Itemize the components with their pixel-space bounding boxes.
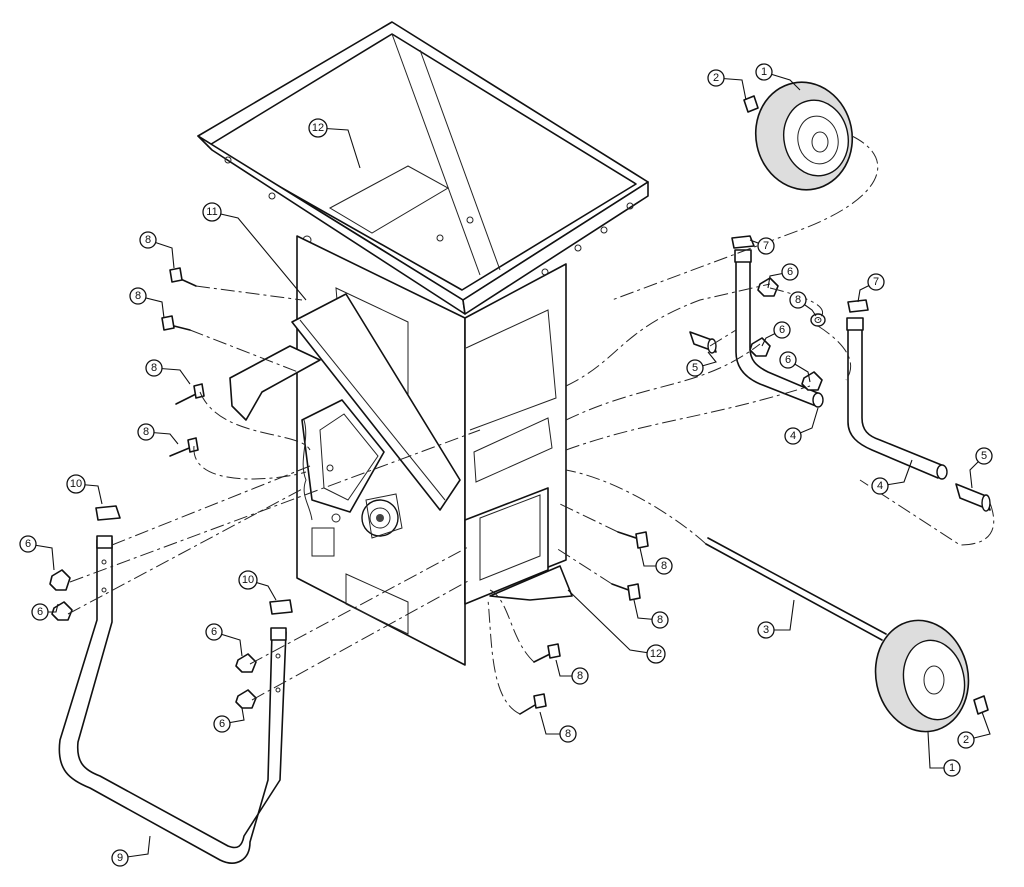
wheel-bottom bbox=[874, 619, 989, 733]
callout-10-b: 10 bbox=[238, 570, 258, 590]
svg-text:12: 12 bbox=[650, 648, 662, 660]
callout-8-b: 8 bbox=[129, 287, 147, 305]
callout-6-h: 7 bbox=[757, 237, 775, 255]
callout-11: 11 bbox=[202, 202, 222, 222]
callout-8-c: 8 bbox=[145, 359, 163, 377]
svg-text:4: 4 bbox=[790, 430, 796, 442]
svg-text:2: 2 bbox=[963, 734, 969, 746]
callout-6-g: 6 bbox=[213, 715, 231, 733]
leg-assembly bbox=[689, 235, 991, 641]
callout-2-bottom: 2 bbox=[957, 731, 975, 749]
hopper bbox=[197, 21, 649, 324]
callout-6-f: 6 bbox=[205, 623, 223, 641]
svg-text:6: 6 bbox=[37, 606, 43, 618]
callout-7-b: 7 bbox=[867, 273, 885, 291]
svg-text:8: 8 bbox=[143, 426, 149, 438]
svg-text:8: 8 bbox=[795, 294, 801, 306]
callout-8-a: 8 bbox=[139, 231, 157, 249]
wheel-top bbox=[743, 81, 854, 191]
callout-8-g: 8 bbox=[571, 667, 589, 685]
callout-9: 9 bbox=[111, 849, 129, 867]
svg-text:6: 6 bbox=[25, 538, 31, 550]
callout-1-bottom: 1 bbox=[943, 759, 961, 777]
svg-text:8: 8 bbox=[145, 234, 151, 246]
callout-2-top: 2 bbox=[707, 69, 725, 87]
svg-text:1: 1 bbox=[761, 66, 767, 78]
svg-text:6: 6 bbox=[219, 718, 225, 730]
callout-8-d: 8 bbox=[137, 423, 155, 441]
svg-text:9: 9 bbox=[117, 852, 123, 864]
callout-8-h: 8 bbox=[559, 725, 577, 743]
svg-text:7: 7 bbox=[763, 240, 769, 252]
right-bolts bbox=[519, 531, 649, 715]
callout-5-right: 5 bbox=[975, 447, 993, 465]
svg-text:8: 8 bbox=[661, 560, 667, 572]
svg-text:6: 6 bbox=[211, 626, 217, 638]
callout-4-front: 4 bbox=[784, 427, 802, 445]
callout-6-d: 6 bbox=[19, 535, 37, 553]
callout-10-a: 10 bbox=[66, 474, 86, 494]
svg-text:5: 5 bbox=[981, 450, 987, 462]
svg-text:8: 8 bbox=[577, 670, 583, 682]
svg-text:7: 7 bbox=[873, 276, 879, 288]
svg-text:8: 8 bbox=[135, 290, 141, 302]
svg-text:11: 11 bbox=[206, 206, 217, 218]
callout-3: 3 bbox=[757, 621, 775, 639]
handle-frame bbox=[49, 505, 293, 864]
svg-text:1: 1 bbox=[949, 762, 955, 774]
callouts: 1 2 1 2 3 4 4 5 5 6 6 6 6 6 6 6 7 7 8 8 … bbox=[19, 63, 993, 867]
callout-5-left: 5 bbox=[686, 359, 704, 377]
svg-text:8: 8 bbox=[565, 728, 571, 740]
left-bolts bbox=[161, 267, 205, 457]
svg-text:8: 8 bbox=[151, 362, 157, 374]
feed-chute bbox=[229, 293, 461, 511]
svg-text:12: 12 bbox=[312, 122, 324, 134]
svg-text:10: 10 bbox=[70, 478, 82, 490]
callout-6-b: 6 bbox=[773, 321, 791, 339]
svg-text:6: 6 bbox=[787, 266, 793, 278]
side-plate bbox=[301, 399, 403, 539]
svg-text:8: 8 bbox=[657, 614, 663, 626]
callout-4-rear: 4 bbox=[871, 477, 889, 495]
svg-text:2: 2 bbox=[713, 72, 719, 84]
callout-8-e: 8 bbox=[655, 557, 673, 575]
callout-6-a: 6 bbox=[781, 263, 799, 281]
callout-8-f: 8 bbox=[651, 611, 669, 629]
callout-8-i: 8 bbox=[789, 291, 807, 309]
callout-6-e: 6 bbox=[31, 603, 49, 621]
svg-text:6: 6 bbox=[785, 354, 791, 366]
callout-12-bottom: 12 bbox=[646, 644, 666, 664]
svg-text:10: 10 bbox=[242, 574, 254, 586]
assembly-lines bbox=[67, 135, 995, 715]
callout-6-c: 6 bbox=[779, 351, 797, 369]
svg-text:4: 4 bbox=[877, 480, 883, 492]
callout-1-top: 1 bbox=[755, 63, 773, 81]
svg-text:6: 6 bbox=[779, 324, 785, 336]
svg-text:5: 5 bbox=[692, 362, 698, 374]
svg-text:3: 3 bbox=[763, 624, 769, 636]
callout-12-top: 12 bbox=[308, 118, 328, 138]
